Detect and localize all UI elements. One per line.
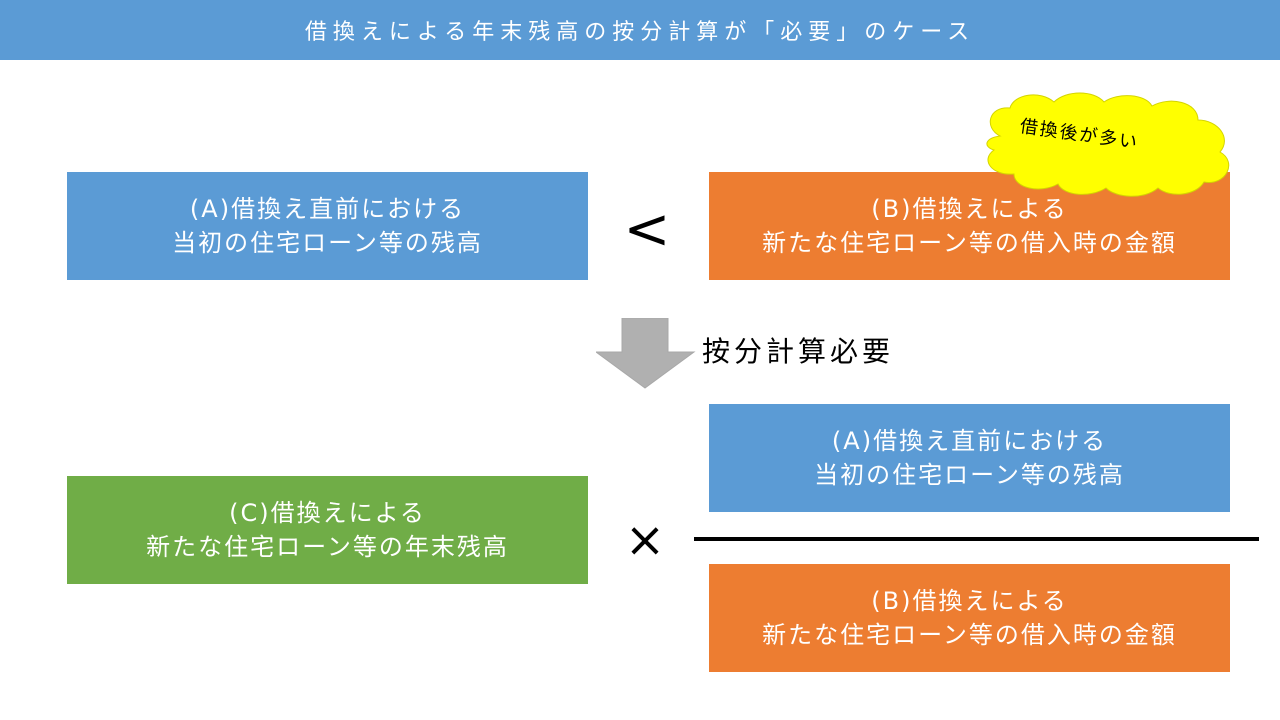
box-a-line2: 当初の住宅ローン等の残高 [172, 229, 483, 257]
cloud-callout-shape [986, 92, 1230, 197]
fraction-numerator-box-a: (A)借換え直前における 当初の住宅ローン等の残高 [709, 404, 1230, 512]
numerator-line1: (A)借換え直前における [831, 427, 1108, 455]
page-title: 借換えによる年末残高の按分計算が「必要」のケース [0, 0, 1280, 60]
fraction-bar [694, 537, 1259, 541]
box-a-initial-balance: (A)借換え直前における 当初の住宅ローン等の残高 [67, 172, 588, 280]
numerator-line2: 当初の住宅ローン等の残高 [814, 461, 1125, 489]
box-c-line2: 新たな住宅ローン等の年末残高 [146, 533, 509, 561]
box-c-line1: (C)借換えによる [229, 499, 426, 527]
denominator-line1: (B)借換えによる [871, 587, 1068, 615]
box-a-line1: (A)借換え直前における [189, 195, 466, 223]
less-than-operator: < [623, 197, 671, 262]
box-b-line2: 新たな住宅ローン等の借入時の金額 [762, 229, 1177, 257]
box-c-year-end-balance: (C)借換えによる 新たな住宅ローン等の年末残高 [67, 476, 588, 584]
arrow-label: 按分計算必要 [702, 335, 895, 368]
down-arrow-icon [596, 318, 696, 389]
times-operator: × [624, 512, 666, 568]
denominator-line2: 新たな住宅ローン等の借入時の金額 [762, 621, 1177, 649]
fraction-denominator-box-b: (B)借換えによる 新たな住宅ローン等の借入時の金額 [709, 564, 1230, 672]
box-b-line1: (B)借換えによる [871, 195, 1068, 223]
